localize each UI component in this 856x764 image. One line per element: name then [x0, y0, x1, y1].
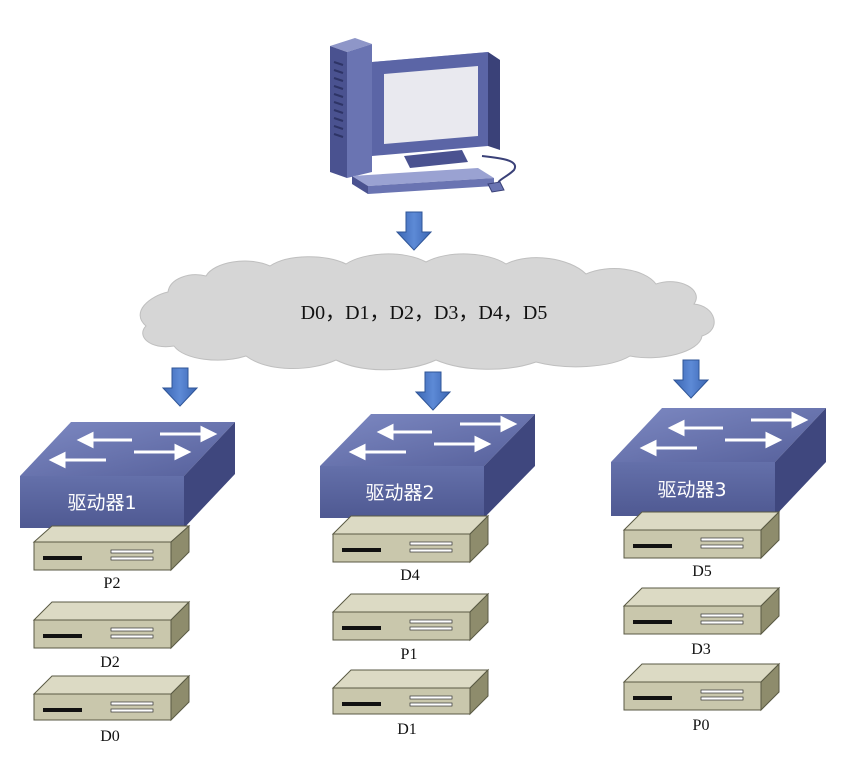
disk-label: D0: [100, 728, 120, 745]
driver-label: 驱动器2: [365, 482, 434, 504]
arrow-down-icon: [673, 359, 709, 399]
driver-label: 驱动器1: [67, 492, 136, 514]
disk-drive-icon: [331, 668, 490, 716]
disk-drive-icon: [32, 524, 191, 572]
switch-icon: 驱动器2: [320, 414, 535, 518]
driver-1: 驱动器1 P2 D2 D0: [20, 422, 235, 745]
driver-label: 驱动器3: [657, 479, 726, 501]
disk-drive-icon: [622, 510, 781, 560]
driver-3: 驱动器3 D5 D3 P0: [611, 408, 826, 734]
disk-drive-icon: [331, 514, 490, 564]
computer-icon: [330, 38, 517, 194]
switch-icon: 驱动器1: [20, 422, 235, 528]
disk-label: P1: [401, 646, 418, 663]
disk-label: D1: [397, 721, 417, 738]
disk-label: D2: [100, 654, 120, 671]
switch-icon: 驱动器3: [611, 408, 826, 516]
disk-label: D3: [691, 641, 711, 658]
disk-drive-icon: [32, 600, 191, 650]
disk-label: D5: [692, 563, 712, 580]
disk-label: D4: [400, 567, 420, 584]
cloud-label: D0，D1，D2，D3，D4，D5: [301, 302, 548, 324]
disk-drive-icon: [32, 674, 191, 722]
disk-label: P2: [104, 575, 121, 592]
disk-drive-icon: [331, 592, 490, 642]
disk-drive-icon: [622, 662, 781, 712]
arrow-down-icon: [162, 367, 198, 407]
disk-drive-icon: [622, 586, 781, 636]
arrow-down-icon: [415, 371, 451, 411]
driver-2: 驱动器2 D4 P1 D1: [320, 414, 535, 738]
disk-label: P0: [693, 717, 710, 734]
cloud-shape: D0，D1，D2，D3，D4，D5: [139, 253, 715, 371]
arrow-down-icon: [396, 211, 432, 251]
